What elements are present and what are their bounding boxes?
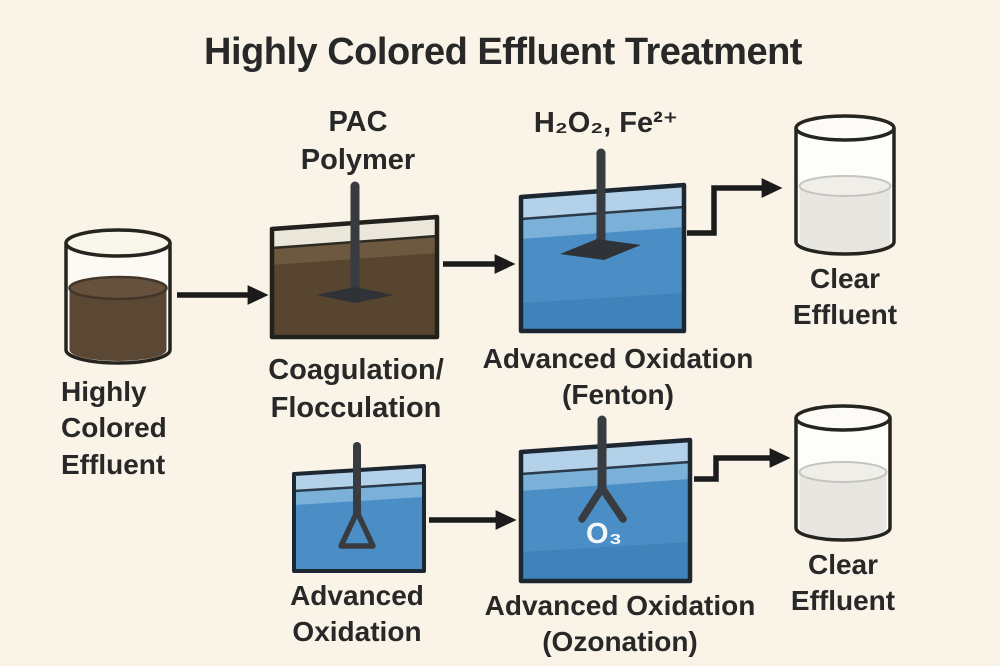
label-line: Coagulation/: [268, 354, 444, 386]
beaker-outline: [794, 128, 896, 256]
fenton-label: Advanced Oxidation (Fenton): [483, 341, 754, 414]
beaker-rim: [64, 228, 172, 258]
coagulation-tank: [269, 181, 440, 340]
label-line: Polymer: [300, 143, 416, 176]
ozonation-tank: [518, 415, 693, 584]
label-line: Colored: [61, 412, 167, 444]
dark-liquid: [69, 288, 167, 362]
coagulation-label: Coagulation/ Flocculation: [268, 352, 444, 427]
advanced-oxidation-label: Advanced Oxidation: [290, 578, 424, 651]
label-line: PAC: [328, 106, 388, 138]
funnel-stirrer-icon: [338, 442, 376, 549]
ozone-label: O₃: [586, 518, 622, 550]
tank-outline: [518, 437, 693, 584]
label-line: (Ozonation): [542, 626, 698, 658]
clear-beaker-top: [794, 114, 896, 256]
label-line: Highly: [61, 376, 147, 407]
tank-liquid: [294, 483, 424, 571]
liquid-surface: [798, 175, 892, 197]
clear-liquid: [799, 186, 891, 252]
flow-arrows: [177, 178, 791, 530]
fenton-tank: [518, 148, 687, 334]
page-title: Highly Colored Effluent Treatment: [204, 31, 802, 73]
beaker-rim: [794, 404, 892, 432]
label-line: Effluent: [792, 299, 898, 331]
label-line: Flocculation: [270, 391, 442, 424]
label-line: (Fenton): [562, 379, 674, 411]
ozonation-label: Advanced Oxidation (Ozonation): [485, 588, 756, 661]
influent-label: Highly Colored Effluent: [61, 374, 167, 483]
label-line: Advanced: [290, 580, 424, 611]
clear-liquid: [799, 472, 887, 538]
label-line: Clear: [807, 549, 879, 580]
sparger-icon: [578, 415, 627, 523]
clear-beaker-bottom: [794, 404, 892, 542]
influent-beaker: [64, 228, 172, 365]
arrow-ozonation-to-clear: [694, 448, 791, 482]
pac-polymer-label: PAC Polymer: [301, 104, 415, 179]
tank-outline: [518, 182, 687, 334]
aop-tank: [292, 442, 426, 573]
tank-outline: [269, 214, 440, 340]
label-line: Effluent: [790, 585, 896, 617]
fenton-reagents-label: H₂O₂, Fe²⁺: [533, 107, 679, 139]
label-line: Effluent: [61, 448, 166, 480]
stirrer-icon: [316, 181, 394, 303]
tank-outline: [292, 464, 426, 573]
label-line: Oxidation: [292, 616, 422, 648]
liquid-surface: [798, 461, 888, 483]
beaker-rim: [794, 114, 896, 142]
liquid-shadow: [521, 293, 684, 331]
label-line: Advanced Oxidation: [484, 590, 756, 621]
label-line: Clear: [809, 263, 881, 294]
label-line: Advanced Oxidation: [482, 343, 754, 374]
clear-effluent-bottom-label: Clear Effluent: [791, 547, 895, 620]
beaker-outline: [64, 243, 172, 365]
stirrer-icon: [560, 148, 641, 260]
clear-effluent-top-label: Clear Effluent: [793, 261, 897, 334]
arrow-fenton-to-clear: [687, 178, 783, 236]
beaker-outline: [794, 418, 892, 542]
liquid-surface: [68, 275, 168, 301]
liquid-shadow: [521, 542, 690, 581]
